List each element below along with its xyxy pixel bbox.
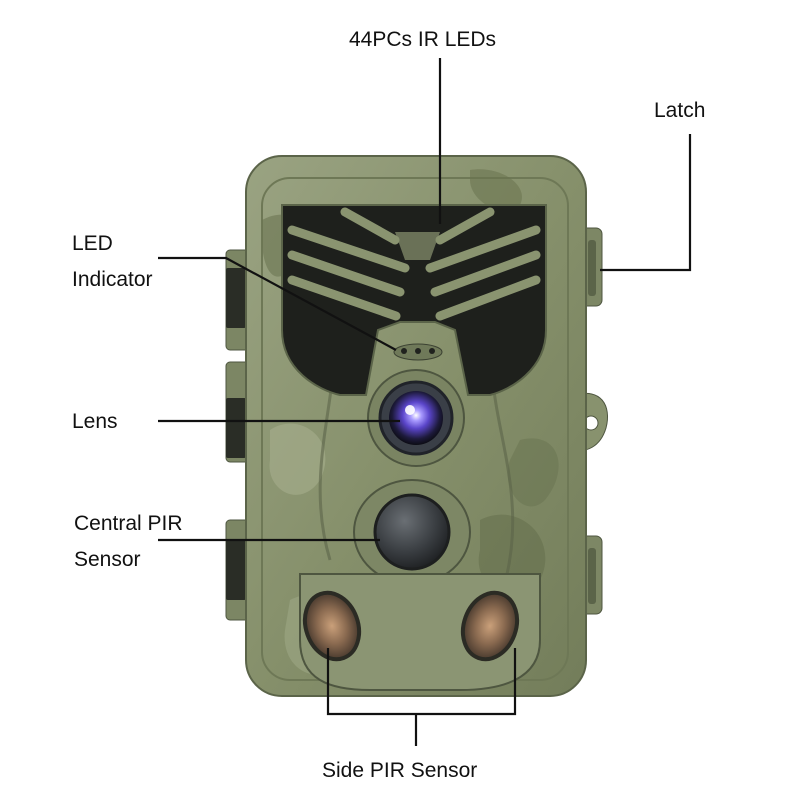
led-indicator xyxy=(393,343,443,361)
led-indicator-label-line1: LED xyxy=(72,232,113,255)
lens-label: Lens xyxy=(72,410,118,433)
ir-leds-label: 44PCs IR LEDs xyxy=(349,28,497,51)
latch-label: Latch xyxy=(654,99,706,122)
side-pir-label: Side PIR Sensor xyxy=(322,759,478,782)
led-indicator-label-line2: Indicator xyxy=(72,268,153,291)
central-pir-label-line1: Central PIR xyxy=(74,512,183,535)
central-pir-label-line2: Sensor xyxy=(74,548,141,571)
ir-led-panel xyxy=(281,204,547,396)
callout-lines xyxy=(158,58,692,746)
lens xyxy=(367,369,465,467)
side-pir-sensors xyxy=(299,573,541,691)
central-pir-sensor xyxy=(353,479,471,585)
